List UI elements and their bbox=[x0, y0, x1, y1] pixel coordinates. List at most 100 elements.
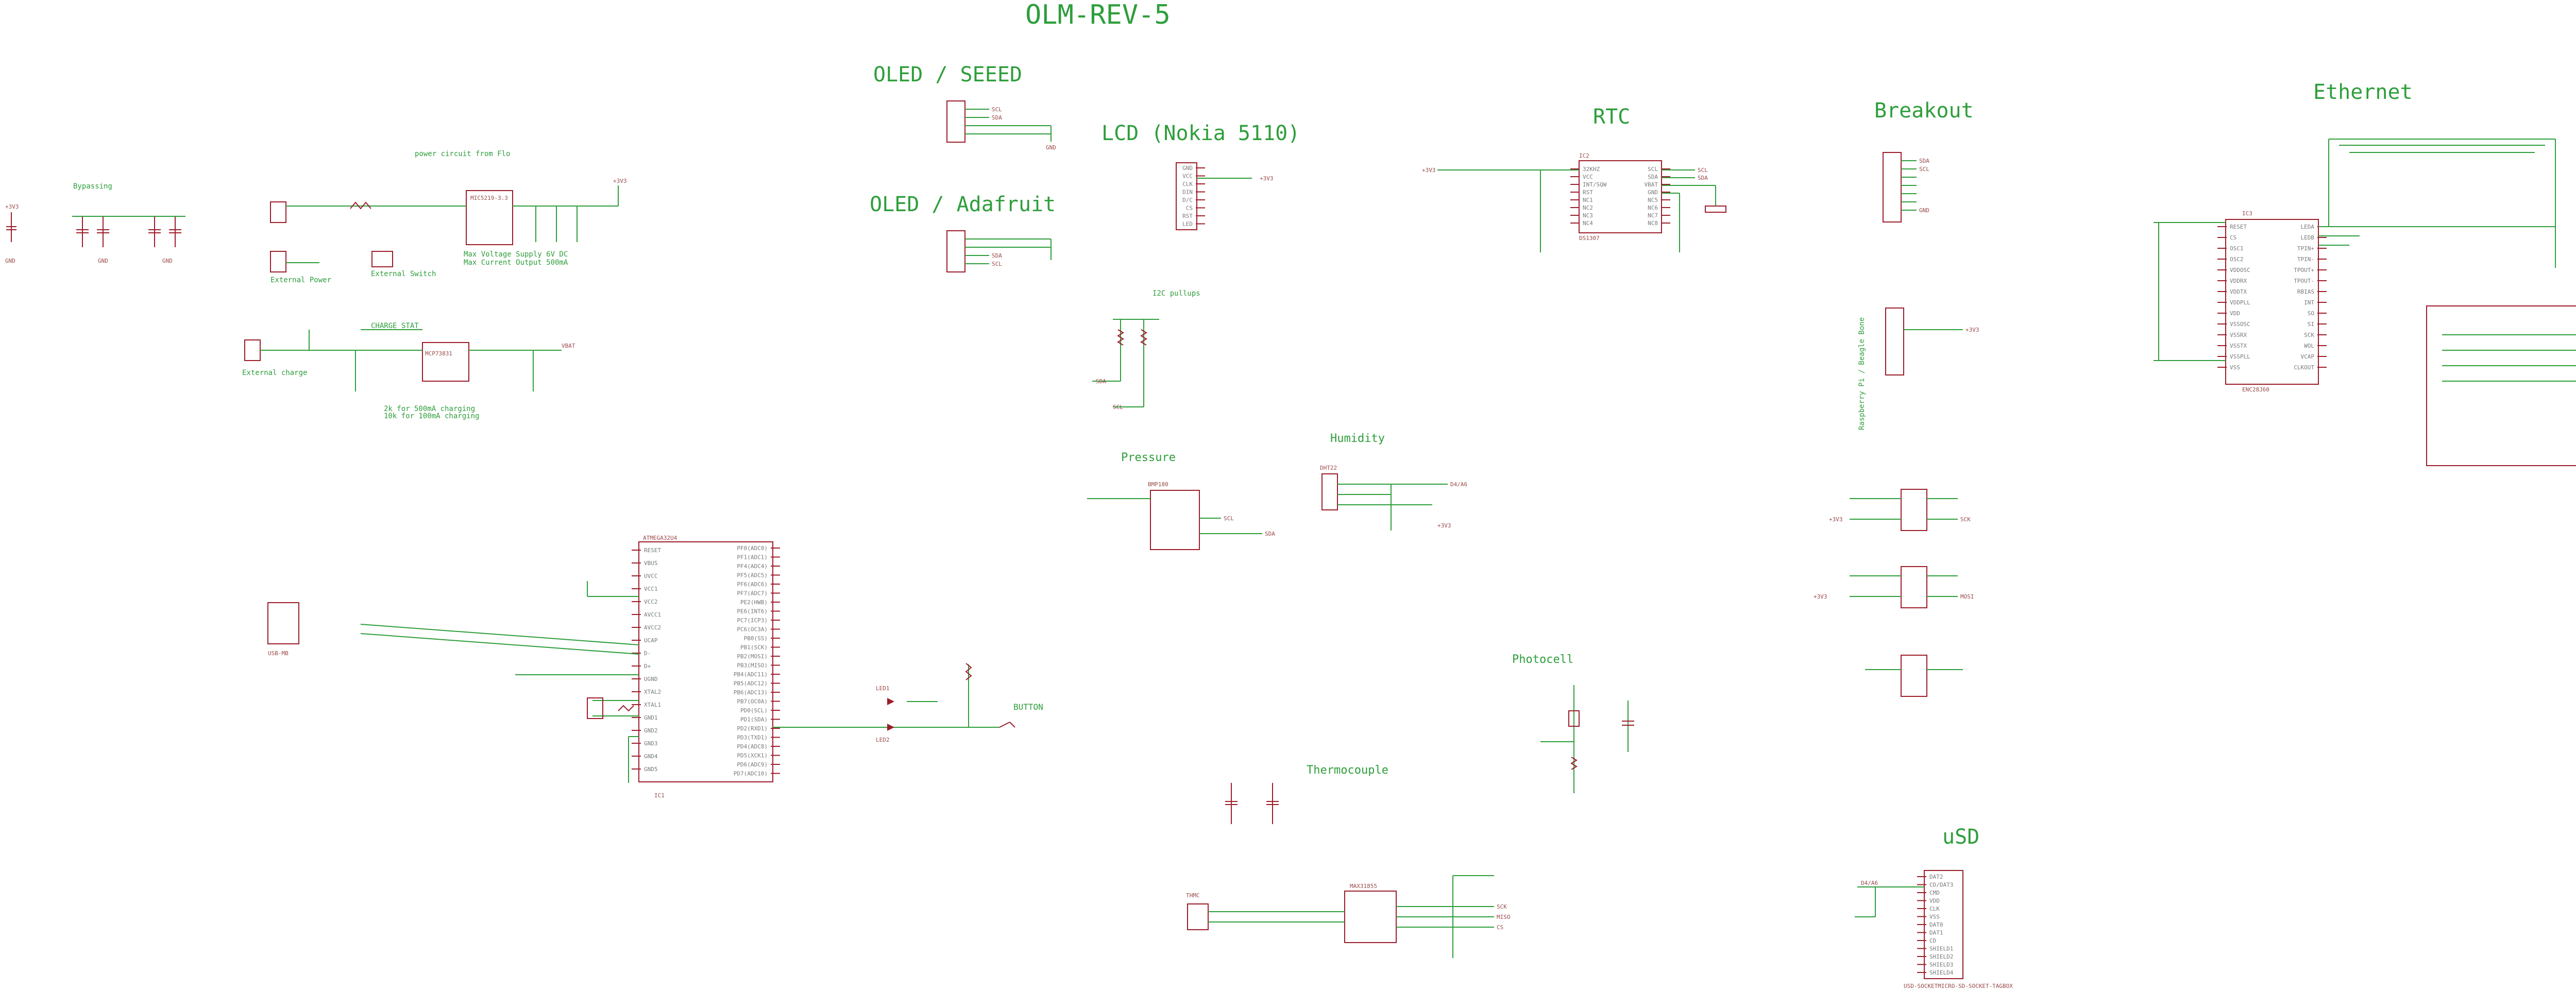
svg-text:SCL: SCL bbox=[1698, 167, 1708, 174]
pin-label: GND1 bbox=[644, 714, 658, 721]
schematic-title: OLM-REV-5 bbox=[1025, 0, 1171, 30]
pin-label: PF1(ADC1) bbox=[737, 554, 768, 561]
pin-label: INT bbox=[2304, 299, 2314, 306]
pin-label: XTAL2 bbox=[644, 689, 661, 695]
svg-text:SCK: SCK bbox=[1497, 903, 1507, 910]
pin-label: PD0(SCL) bbox=[740, 707, 768, 714]
section-oled-seeed: OLED / SEEED bbox=[873, 63, 1022, 87]
pin-label: PC6(OC3A) bbox=[737, 626, 768, 633]
pin-label: PF6(ADC6) bbox=[737, 581, 768, 588]
pin-label: NC6 bbox=[1648, 204, 1658, 211]
svg-text:IC2: IC2 bbox=[1579, 152, 1589, 159]
pressure-block: BMP180 SCL SDA bbox=[1087, 481, 1275, 550]
pin-label: CS bbox=[2230, 234, 2236, 241]
pin-label: UGND bbox=[644, 676, 658, 682]
pin-label: NC3 bbox=[1583, 212, 1593, 219]
ethernet-block: IC3 ENC28J60 RESETCSOSC1OSC2VDDOSCVDDRXV… bbox=[2154, 139, 2576, 466]
pin-label: CD/DAT3 bbox=[1929, 882, 1953, 889]
pin-label: OSC2 bbox=[2230, 256, 2244, 263]
bypass-caps: +3V3 GND GND GND bbox=[5, 203, 185, 264]
pin-label: 32KHZ bbox=[1583, 166, 1600, 173]
pin-label: INT/SQW bbox=[1583, 181, 1607, 188]
svg-text:GND: GND bbox=[5, 258, 15, 264]
svg-text:+3V3: +3V3 bbox=[1437, 522, 1451, 529]
pin-label: AVCC2 bbox=[644, 624, 661, 631]
pin-label: SDA bbox=[1648, 174, 1658, 180]
pin-label: PB3(MISO) bbox=[737, 662, 768, 669]
svg-text:D4/A6: D4/A6 bbox=[1861, 880, 1878, 886]
svg-text:BMP180: BMP180 bbox=[1148, 481, 1168, 488]
pin-label: DAT0 bbox=[1929, 921, 1943, 928]
pin-label: PC7(ICP3) bbox=[737, 617, 768, 624]
svg-text:Max Current Output 500mA: Max Current Output 500mA bbox=[464, 259, 568, 267]
svg-text:10k for 100mA charging: 10k for 100mA charging bbox=[384, 412, 479, 420]
svg-text:CS: CS bbox=[1497, 924, 1503, 931]
section-photocell: Photocell bbox=[1512, 653, 1573, 666]
pin-label: VSS bbox=[1929, 914, 1940, 920]
pin-label: RST bbox=[1182, 213, 1193, 219]
isp-headers: +3V3 +3V3 SCK MOSI bbox=[1814, 489, 1974, 697]
svg-text:ATMEGA32U4: ATMEGA32U4 bbox=[643, 535, 677, 541]
pin-label: GND4 bbox=[644, 753, 658, 760]
pin-label: VSSTX bbox=[2230, 343, 2247, 349]
pin-label: LEDB bbox=[2301, 234, 2315, 241]
pin-label: TPOUT- bbox=[2294, 278, 2314, 284]
pin-label: SCL bbox=[1648, 166, 1658, 173]
pin-label: VSS bbox=[2230, 364, 2240, 371]
pin-label: TPOUT+ bbox=[2294, 267, 2314, 274]
rtc-block: IC2 DS1307 32KHZVCCINT/SQWRSTNC1NC2NC3NC… bbox=[1422, 152, 1726, 252]
pin-label: SHIELD2 bbox=[1929, 953, 1953, 960]
pin-label: VDDRX bbox=[2230, 278, 2247, 284]
pin-label: CMD bbox=[1929, 890, 1940, 896]
section-lcd: LCD (Nokia 5110) bbox=[1101, 122, 1300, 145]
pin-label: CLK bbox=[1929, 905, 1940, 912]
pin-label: PB4(ADC11) bbox=[734, 671, 768, 678]
svg-text:+3V3: +3V3 bbox=[5, 203, 19, 210]
svg-text:MCP73831: MCP73831 bbox=[425, 350, 452, 357]
svg-text:+3V3: +3V3 bbox=[1422, 167, 1436, 174]
breakout-block: SDA SCL GND +3V3 bbox=[1883, 152, 1979, 375]
pin-label: TPIN+ bbox=[2297, 245, 2314, 252]
pin-label: VDDPLL bbox=[2230, 299, 2250, 306]
section-usd: uSD bbox=[1942, 825, 1979, 849]
pin-label: VDD bbox=[2230, 310, 2240, 317]
pin-label: VCC bbox=[1182, 173, 1193, 180]
svg-text:DHT22: DHT22 bbox=[1320, 465, 1337, 471]
section-rtc: RTC bbox=[1593, 105, 1630, 129]
pin-label: VDDTX bbox=[2230, 288, 2247, 295]
pin-label: PD6(ADC9) bbox=[737, 761, 768, 768]
pin-label: LED bbox=[1182, 221, 1193, 228]
svg-text:IC1: IC1 bbox=[654, 792, 665, 799]
pin-label: PB6(ADC13) bbox=[734, 689, 768, 696]
svg-text:IC3: IC3 bbox=[2242, 210, 2252, 217]
mcu-block: ATMEGA32U4 IC1 RESETVBUSUVCCVCC1VCC2AVCC… bbox=[267, 535, 780, 799]
pin-label: NC2 bbox=[1583, 204, 1593, 211]
svg-text:External Power: External Power bbox=[270, 276, 331, 284]
power-circuit: MIC5219-3.3 +3V3 External Power External… bbox=[270, 178, 627, 284]
pin-label: OSC1 bbox=[2230, 245, 2244, 252]
svg-text:+3V3: +3V3 bbox=[1814, 593, 1827, 600]
oled-adafruit-block: SDA SCL bbox=[946, 230, 1052, 272]
svg-text:SCL: SCL bbox=[1224, 515, 1234, 522]
button-circuit: LED1 LED2 bbox=[773, 663, 1015, 743]
pin-label: PE2(HWB) bbox=[740, 599, 768, 606]
pin-label: SHIELD3 bbox=[1929, 962, 1953, 968]
pin-label: SHIELD4 bbox=[1929, 969, 1954, 976]
svg-text:+3V3: +3V3 bbox=[1965, 327, 1979, 333]
pin-label: PD5(XCK1) bbox=[737, 753, 768, 759]
svg-text:LED1: LED1 bbox=[876, 685, 890, 692]
pin-label: PD4(ADC8) bbox=[737, 743, 768, 750]
svg-text:USD-SOCKETMICRO-SD-SOCKET-TAGB: USD-SOCKETMICRO-SD-SOCKET-TAGBOX bbox=[1904, 983, 2013, 989]
svg-text:SDA: SDA bbox=[1096, 378, 1106, 385]
pin-label: PD7(ADC10) bbox=[734, 771, 768, 777]
pin-label: LEDA bbox=[2301, 224, 2315, 230]
pin-label: D/C bbox=[1182, 197, 1193, 203]
pin-label: GND5 bbox=[644, 766, 658, 773]
pin-label: NC4 bbox=[1583, 220, 1593, 227]
charger-circuit: MCP73831 CHARGE_STAT External charge 2k … bbox=[242, 322, 575, 420]
svg-text:+3V3: +3V3 bbox=[1829, 516, 1843, 523]
pin-label: TPIN- bbox=[2297, 256, 2314, 263]
pin-label: PF7(ADC7) bbox=[737, 590, 768, 597]
svg-text:GND: GND bbox=[1919, 207, 1929, 214]
